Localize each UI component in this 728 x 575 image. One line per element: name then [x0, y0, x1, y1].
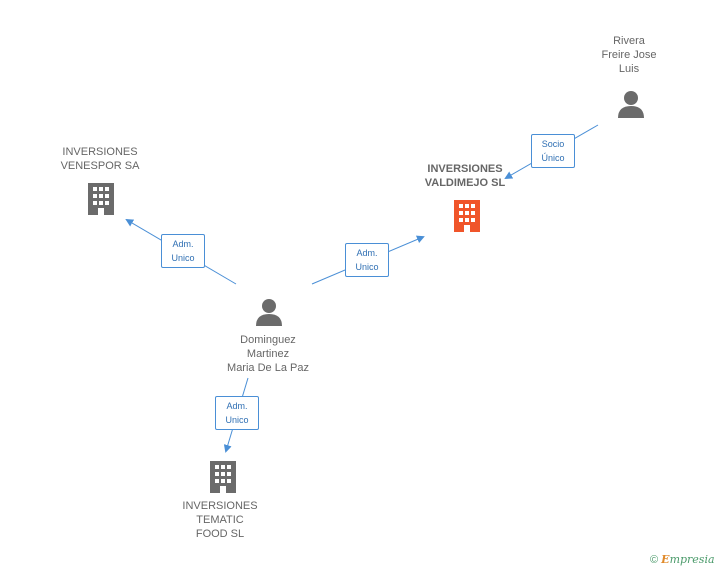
label-line: TEMATIC	[196, 514, 244, 526]
building-icon[interactable]	[85, 181, 117, 215]
company-tematic-label[interactable]: INVERSIONES TEMATIC FOOD SL	[170, 499, 270, 541]
person-icon[interactable]	[254, 297, 284, 327]
copyright-icon: ©	[650, 554, 659, 566]
role-badge-venespor: Adm. Unico	[161, 234, 205, 268]
role-badge-tematic: Adm. Unico	[215, 396, 259, 430]
building-icon-main[interactable]	[451, 198, 483, 232]
label-line: INVERSIONES	[182, 500, 258, 512]
label-line: VALDIMEJO SL	[424, 177, 506, 189]
label-line: Luis	[618, 63, 640, 75]
person-rivera-label[interactable]: Rivera Freire Jose Luis	[588, 34, 670, 76]
footer-brand: © Empresia	[650, 553, 715, 566]
label-line: Freire Jose	[601, 49, 657, 61]
role-badge-rivera: Socio Único	[531, 134, 575, 168]
label-line: VENESPOR SA	[60, 160, 140, 172]
label-line: INVERSIONES	[427, 163, 503, 175]
role-line: Adm.	[226, 401, 248, 411]
brand-name: mpresia	[669, 553, 715, 566]
label-line: FOOD SL	[195, 528, 245, 540]
label-line: INVERSIONES	[62, 146, 138, 158]
role-line: Socio	[541, 139, 565, 149]
role-line: Adm.	[356, 248, 378, 258]
brand-initial: E	[661, 553, 670, 566]
company-valdimejo-label[interactable]: INVERSIONES VALDIMEJO SL	[410, 162, 520, 190]
role-line: Adm.	[172, 239, 194, 249]
role-line: Unico	[225, 415, 249, 425]
label-line: Rivera	[613, 35, 645, 47]
person-dominguez-label[interactable]: Dominguez Martinez Maria De La Paz	[212, 333, 324, 375]
label-line: Martinez	[246, 348, 290, 360]
label-line: Dominguez	[240, 334, 296, 346]
role-badge-valdimejo: Adm. Unico	[345, 243, 389, 277]
role-line: Único	[541, 153, 565, 163]
building-icon[interactable]	[207, 459, 239, 493]
role-line: Unico	[355, 262, 379, 272]
company-venespor-label[interactable]: INVERSIONES VENESPOR SA	[48, 145, 152, 173]
role-line: Unico	[171, 253, 195, 263]
person-icon[interactable]	[616, 89, 646, 119]
label-line: Maria De La Paz	[227, 362, 309, 374]
